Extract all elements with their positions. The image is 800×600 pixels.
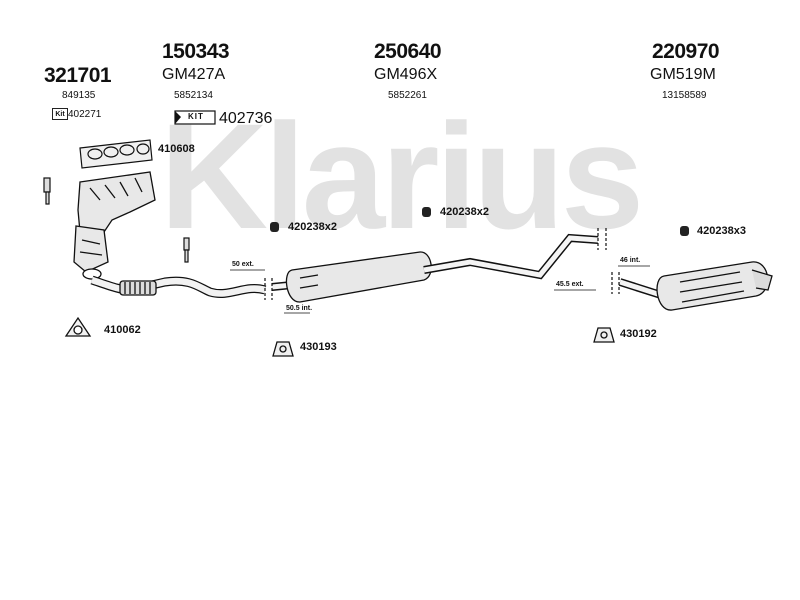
dimension-leaders xyxy=(230,265,650,314)
part-code-GM427A: GM427A xyxy=(162,66,226,83)
callout-430193: 430193 xyxy=(300,341,337,353)
callout-420238x3: 420238x3 xyxy=(697,225,746,237)
oem-number-5852134: 5852134 xyxy=(174,90,213,101)
oxygen-sensor-2-drawing xyxy=(183,237,190,263)
callout-430192: 430192 xyxy=(620,328,657,340)
callout-420238x2-a: 420238x2 xyxy=(288,221,337,233)
part-number-220970: 220970 xyxy=(652,40,720,63)
part-number-150343: 150343 xyxy=(162,40,230,63)
kit-402271: Kit 402271 xyxy=(52,108,101,120)
connection-markers xyxy=(264,228,620,300)
kit-number-402271: 402271 xyxy=(68,108,102,120)
gasket-set-drawing xyxy=(79,139,153,169)
oxygen-sensor-drawing xyxy=(43,177,51,205)
flange-gasket-icon xyxy=(64,316,92,337)
callout-420238x2-b: 420238x2 xyxy=(440,206,489,218)
part-number-321701: 321701 xyxy=(44,64,112,87)
kit-icon: Kit xyxy=(52,108,68,120)
rubber-mount-icon xyxy=(272,327,615,357)
dimension-50-5-int: 50.5 int. xyxy=(286,305,313,312)
dimension-46-int: 46 int. xyxy=(620,257,641,264)
oem-number-13158589: 13158589 xyxy=(662,90,707,101)
callout-410608: 410608 xyxy=(158,143,195,155)
catalytic-converter-drawing xyxy=(73,171,156,280)
centre-silencer-drawing xyxy=(271,233,599,303)
oem-number-5852261: 5852261 xyxy=(388,90,427,101)
front-pipe-drawing xyxy=(90,275,267,298)
part-code-GM519M: GM519M xyxy=(650,66,716,83)
part-number-250640: 250640 xyxy=(374,40,442,63)
callout-410062: 410062 xyxy=(104,324,141,336)
dimension-50-ext: 50 ext. xyxy=(232,261,254,268)
clamp-icon xyxy=(270,207,689,236)
dimension-45-5-ext: 45.5 ext. xyxy=(556,281,584,288)
kit-icon xyxy=(174,110,216,125)
klarius-watermark: Klarius xyxy=(160,92,641,260)
rear-silencer-drawing xyxy=(618,261,773,311)
kit-number-402736: 402736 xyxy=(219,110,273,127)
oem-number-849135: 849135 xyxy=(62,90,96,101)
kit-label: KIT xyxy=(188,112,204,121)
part-code-GM496X: GM496X xyxy=(374,66,438,83)
